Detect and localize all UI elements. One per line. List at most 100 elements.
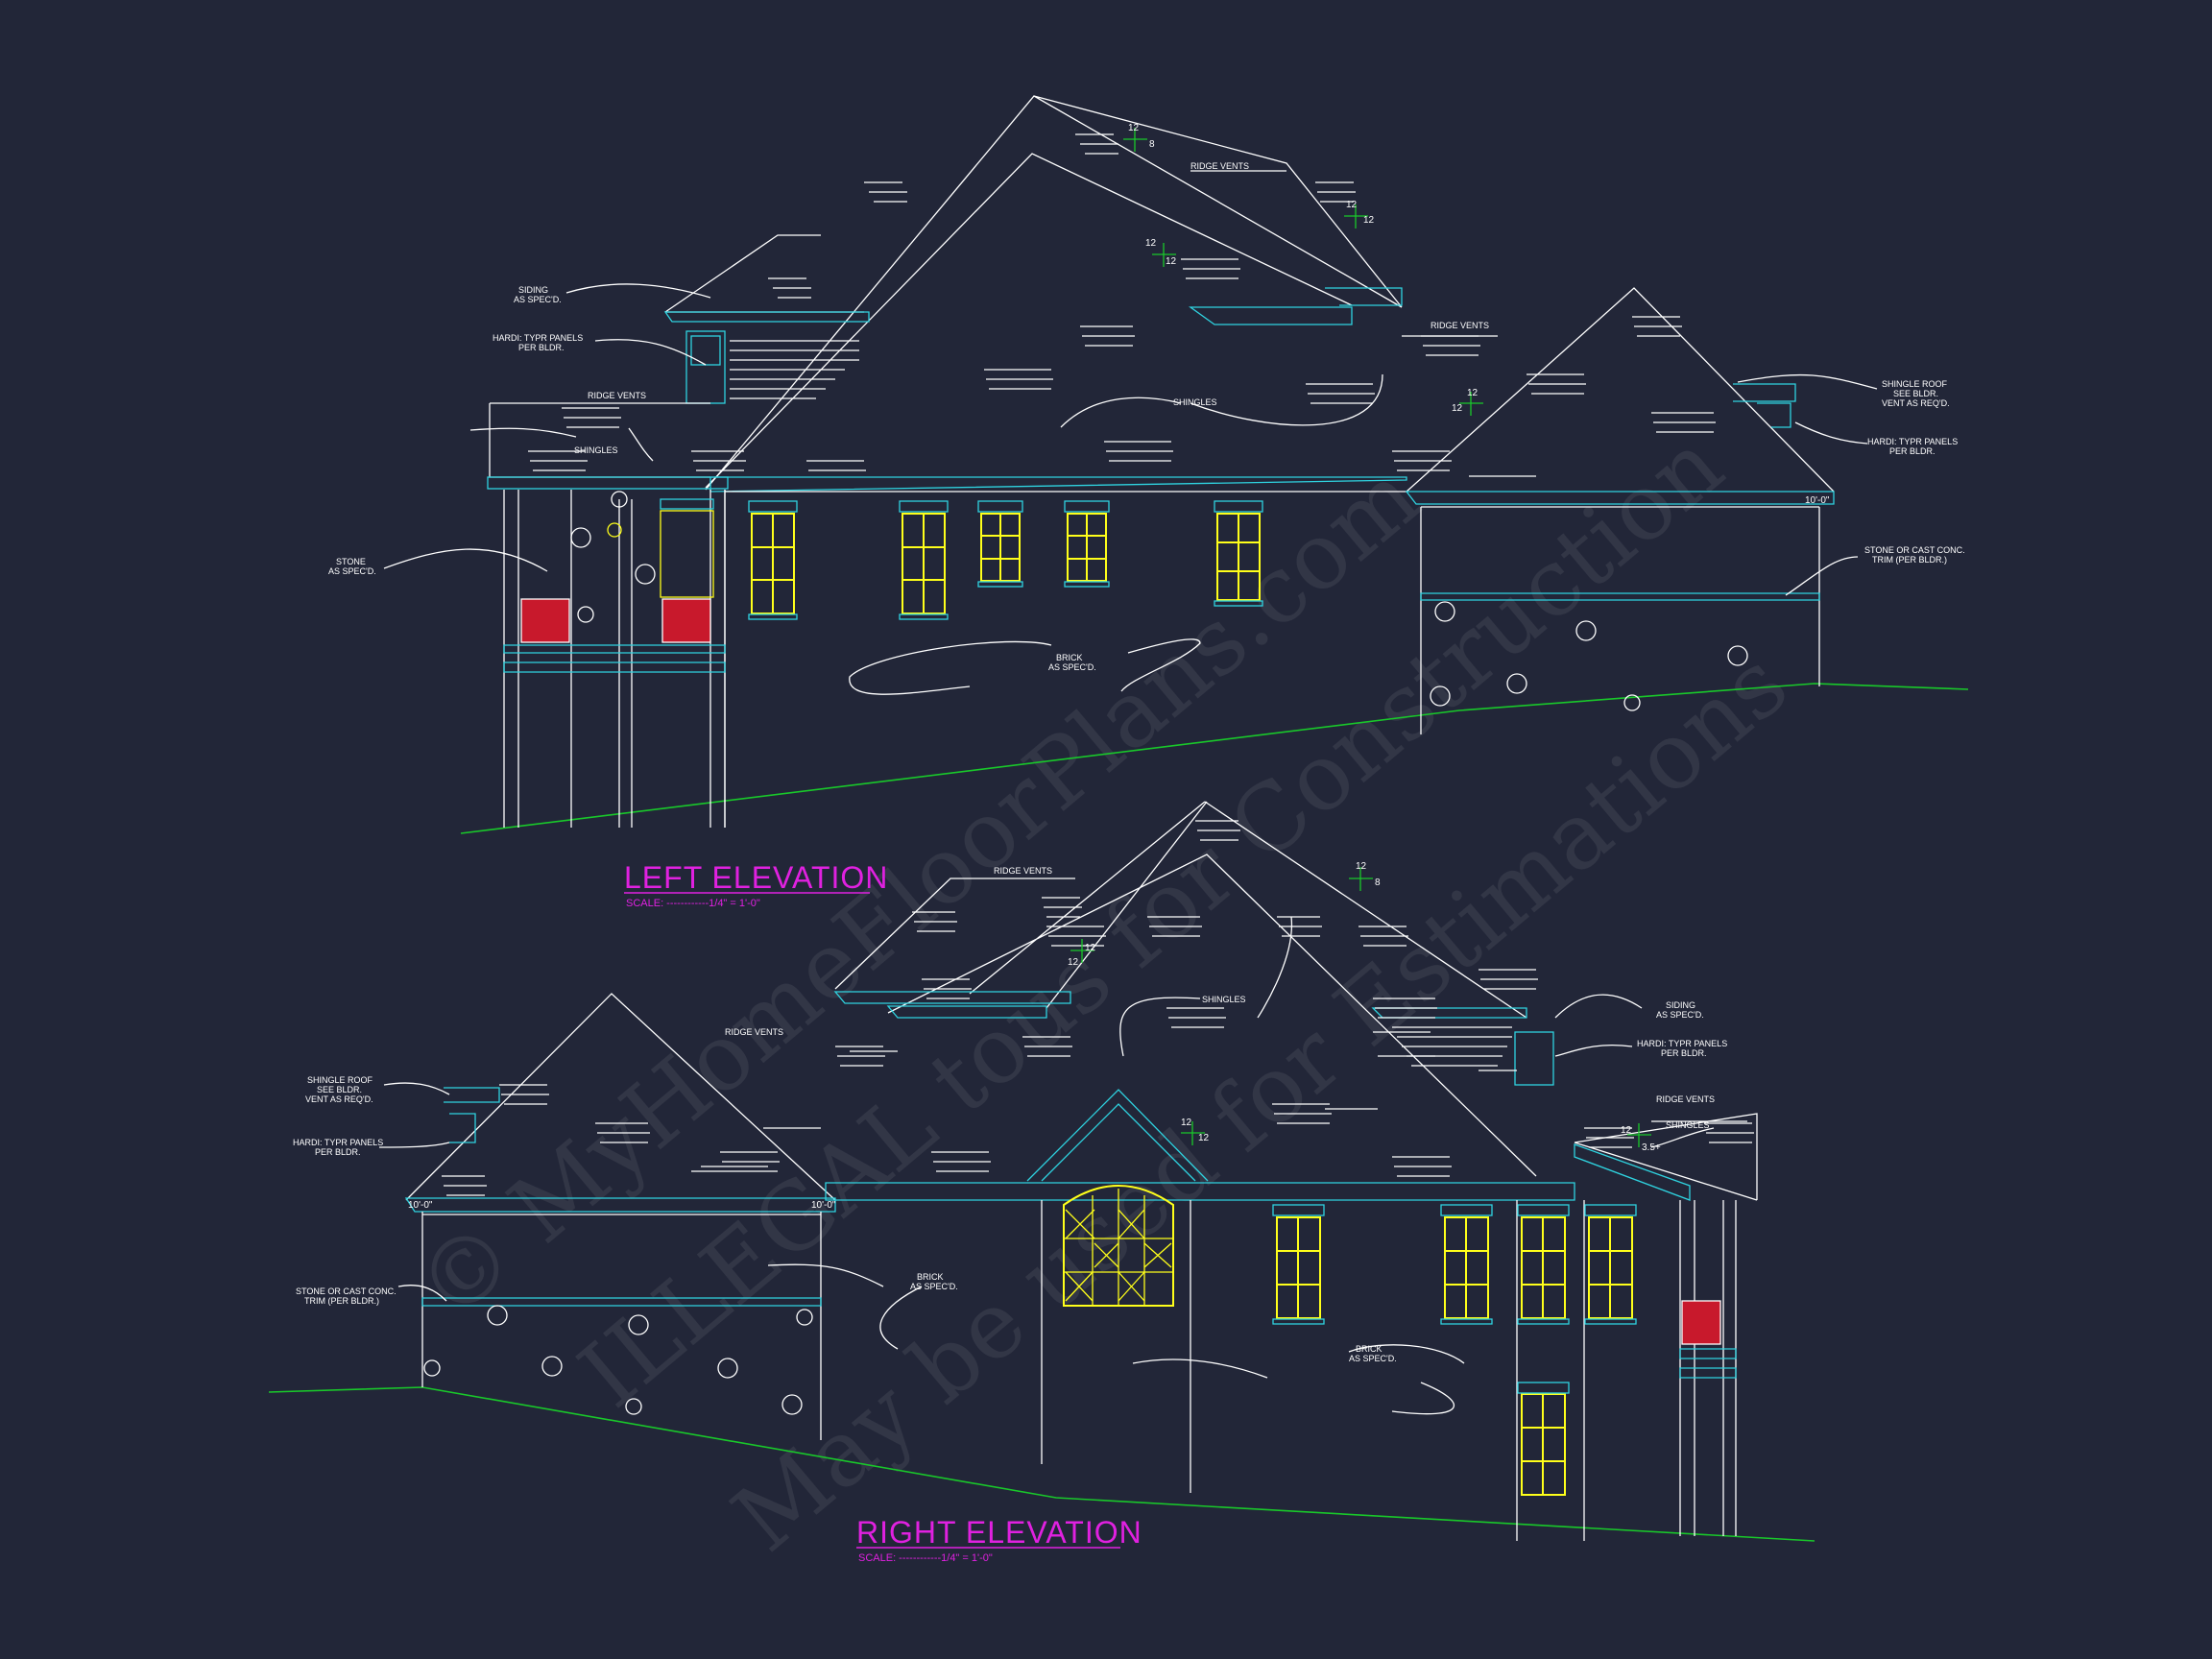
note-hardi: HARDI: TYPR PANELS (293, 1138, 383, 1147)
note-ridge-vents: RIDGE VENTS (588, 391, 646, 400)
stone-marks (570, 491, 1748, 711)
right-elevation (268, 801, 1815, 1542)
upper-eave (1188, 306, 1353, 325)
leader-lines (383, 170, 1878, 695)
main-wall (1041, 1200, 1585, 1541)
note-siding: AS SPEC'D. (1656, 1010, 1704, 1020)
left-elevation (383, 95, 1969, 834)
hardi-panel-box (685, 330, 726, 404)
note-brick: BRICK (1356, 1344, 1382, 1354)
leader-lines (378, 916, 1747, 1415)
note-shingle-roof: SHINGLE ROOF (307, 1075, 373, 1085)
right-porch-railing (1681, 1300, 1721, 1345)
note-brick: AS SPEC'D. (910, 1282, 958, 1291)
left-gable-eave (663, 311, 870, 323)
main-wall-eave (825, 1182, 1575, 1201)
front-gable (705, 153, 1353, 489)
pitch-run: 12 (1198, 1133, 1210, 1143)
pitch-rise: 12 (1621, 1125, 1632, 1136)
top-ridge (1046, 801, 1208, 1009)
note-shingle-roof: SHINGLE ROOF (1882, 379, 1948, 389)
center-gable (1026, 1089, 1209, 1182)
right-vent-box (1733, 383, 1796, 428)
note-shingles: SHINGLES (1666, 1120, 1710, 1130)
right-wing-roof (1406, 287, 1835, 493)
left-wing-trim (421, 1297, 822, 1307)
note-ridge-vents: RIDGE VENTS (1190, 161, 1249, 171)
right-wing-eave (1405, 491, 1835, 505)
hardi-panel-inner (690, 335, 721, 366)
pitch-markers (1070, 867, 1651, 1147)
pitch-run: 12 (1363, 215, 1375, 226)
pitch-rise: 12 (1356, 861, 1367, 872)
elevation-title: RIGHT ELEVATION (856, 1515, 1142, 1550)
upper-eave-2 (1325, 287, 1403, 306)
note-stone-trim: TRIM (PER BLDR.) (1872, 555, 1947, 565)
porch-deck (503, 644, 726, 673)
porch-light (607, 522, 622, 538)
grade-line (268, 1386, 1815, 1542)
note-stone-trim: TRIM (PER BLDR.) (304, 1296, 379, 1306)
note-stone: AS SPEC'D. (328, 566, 376, 576)
note-hardi: PER BLDR. (1661, 1048, 1707, 1058)
note-hardi: PER BLDR. (518, 343, 565, 352)
note-shingle-roof: SEE BLDR. (317, 1085, 362, 1094)
note-siding: AS SPEC'D. (514, 295, 562, 304)
window-headers (1272, 1204, 1637, 1394)
right-wing-trim (1420, 592, 1820, 601)
porch-railing-left (520, 598, 570, 643)
note-stone-trim: STONE OR CAST CONC. (296, 1286, 397, 1296)
note-siding: SIDING (518, 285, 548, 295)
eave-right-upper (1371, 1007, 1527, 1019)
note-hardi: HARDI: TYPR PANELS (1637, 1039, 1727, 1048)
note-brick: AS SPEC'D. (1048, 662, 1096, 672)
watermark-line-1: © MyHomeFloorPlans.com (397, 443, 1439, 1342)
pitch-rise: 12 (1181, 1118, 1192, 1128)
elevation-scale: SCALE: ------------1/4" = 1'-0" (626, 898, 760, 909)
right-porch-deck (1679, 1348, 1737, 1379)
note-shingles: SHINGLES (1173, 397, 1217, 407)
pitch-rise: 12 (1467, 388, 1479, 398)
pitch-run: 12 (1068, 957, 1079, 968)
note-shingles: SHINGLES (574, 445, 618, 455)
pitch-run: 12 (1452, 403, 1463, 414)
pitch-run: 8 (1149, 139, 1155, 150)
porch-roof (489, 402, 710, 478)
porch-door-header (660, 498, 714, 510)
siding-lines (730, 340, 859, 399)
eave-upper (833, 991, 1071, 1019)
right-porch-eave (1574, 1143, 1691, 1201)
main-wall (709, 476, 1407, 493)
note-stone: STONE (336, 557, 366, 566)
note-shingles: SHINGLES (1202, 995, 1246, 1004)
porch-door (660, 510, 714, 598)
porch-posts (503, 490, 726, 828)
note-ridge-vents: RIDGE VENTS (994, 866, 1052, 876)
stone-marks (423, 1305, 813, 1415)
left-gable-roof (664, 234, 864, 313)
shingle-marks (442, 820, 1754, 1196)
left-windows (751, 513, 1261, 614)
watermark: © MyHomeFloorPlans.com ILLEGAL tous for … (397, 411, 1808, 1572)
note-hardi: HARDI: TYPR PANELS (493, 333, 583, 343)
annotations: RIDGE VENTS RIDGE VENTS RIDGE VENTS SHIN… (293, 123, 1965, 1363)
pitch-rise: 12 (1346, 200, 1358, 210)
note-siding: SIDING (1666, 1000, 1695, 1010)
note-shingle-roof: VENT AS REQ'D. (305, 1094, 373, 1104)
pitch-rise: 12 (1145, 238, 1157, 249)
porch-fascia (487, 476, 729, 490)
window-headers (748, 500, 1263, 620)
main-roof (834, 801, 1537, 1177)
note-hardi: PER BLDR. (1889, 446, 1936, 456)
note-hardi: PER BLDR. (315, 1147, 361, 1157)
note-ridge-vents: RIDGE VENTS (725, 1027, 783, 1037)
pitch-markers (1123, 128, 1483, 416)
note-shingle-roof: SEE BLDR. (1893, 389, 1938, 398)
pitch-rise: 12 (1128, 123, 1140, 133)
pitch-rise: 12 (1085, 943, 1096, 953)
note-hardi: HARDI: TYPR PANELS (1867, 437, 1958, 446)
left-wing-eave (404, 1197, 836, 1213)
note-ridge-vents: RIDGE VENTS (1656, 1094, 1715, 1104)
note-brick: BRICK (1056, 653, 1083, 662)
